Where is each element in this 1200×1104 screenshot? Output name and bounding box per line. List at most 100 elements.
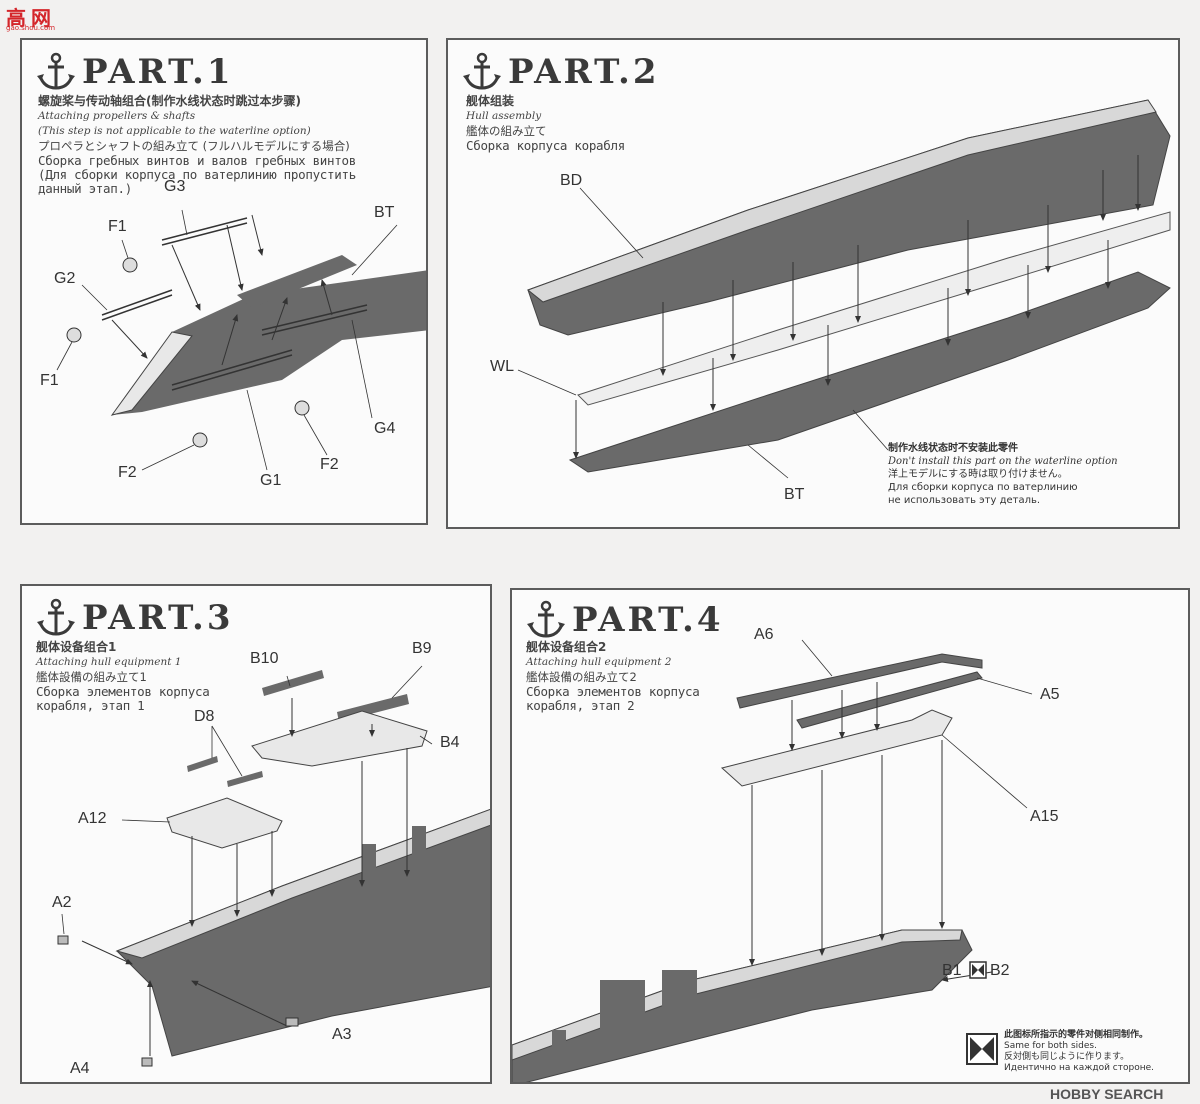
hull-upper-deck bbox=[526, 99, 1157, 303]
part2-title: PART.2 bbox=[460, 52, 660, 92]
label-b9: B9 bbox=[412, 640, 432, 657]
label-a5: A5 bbox=[1040, 686, 1060, 703]
part-a12 bbox=[166, 797, 283, 849]
part4-symmetric-note: 此图标所指示的零件对侧相同制作。 Same for both sides. 反対… bbox=[1004, 1030, 1188, 1074]
part1-en1: Attaching propellers & shafts bbox=[38, 110, 196, 122]
part1-ru2: (Для сборки корпуса по ватерлинию пропус… bbox=[38, 167, 356, 182]
part3-title: PART.3 bbox=[34, 598, 234, 638]
part4-note-zh: 此图标所指示的零件对侧相同制作。 bbox=[1004, 1030, 1149, 1040]
part4-note-ru1: Идентично на каждой стороне. bbox=[1004, 1063, 1154, 1073]
part2-note-ru2: не использовать эту деталь. bbox=[888, 495, 1041, 506]
part2-note-zh: 制作水线状态时不安装此零件 bbox=[888, 443, 1018, 454]
label-g3: G3 bbox=[164, 178, 186, 195]
label-bt: BT bbox=[374, 204, 395, 221]
part2-description: 舰体组装 Hull assembly 艦体の組み立て Сборка корпус… bbox=[466, 94, 786, 153]
label-f1-left: F1 bbox=[40, 372, 59, 389]
anchor-icon bbox=[37, 598, 75, 636]
part1-ru1: Сборка гребных винтов и валов гребных ви… bbox=[38, 153, 356, 168]
part4-heading: PART.4 bbox=[572, 600, 724, 640]
hobby-search-watermark: HOBBY SEARCH bbox=[1050, 1086, 1163, 1102]
part1-ru3: данный этап.) bbox=[38, 181, 132, 196]
part2-note-ru1: Для сборки корпуса по ватерлинию bbox=[888, 482, 1078, 493]
part-a2 bbox=[57, 935, 69, 945]
part3-panel: PART.3 舰体设备组合1 Attaching hull equipment … bbox=[20, 584, 492, 1084]
part4-ru1: Сборка элементов корпуса bbox=[526, 684, 700, 699]
part-b10 bbox=[262, 670, 324, 696]
label-a6: A6 bbox=[754, 626, 774, 643]
label-a15: A15 bbox=[1030, 808, 1059, 825]
part1-ja: プロペラとシャフトの組み立て (フルハルモデルにする場合) bbox=[38, 139, 350, 153]
label-b4: B4 bbox=[440, 734, 460, 751]
shaft-g4 bbox=[261, 304, 368, 336]
stern-hull bbox=[512, 929, 973, 1082]
part1-diagram bbox=[56, 209, 426, 471]
shaft-g2 bbox=[101, 289, 173, 321]
part-a6 bbox=[736, 653, 983, 709]
part4-ru2: корабля, этап 2 bbox=[526, 698, 635, 713]
part1-description: 螺旋桨与传动轴组合(制作水线状态时跳过本步骤) Attaching propel… bbox=[38, 94, 418, 196]
label-a2: A2 bbox=[52, 894, 72, 911]
stern-hull-edge bbox=[110, 331, 193, 416]
propeller-f1-top bbox=[122, 257, 138, 273]
label-f1-top: F1 bbox=[108, 218, 127, 235]
part4-description: 舰体设备组合2 Attaching hull equipment 2 艦体設備の… bbox=[526, 640, 746, 713]
part4-diagram bbox=[512, 639, 1033, 1082]
part1-title: PART.1 bbox=[34, 52, 234, 92]
part2-note-en: Don't install this part on the waterline… bbox=[888, 456, 1118, 467]
part3-description: 舰体设备组合1 Attaching hull equipment 1 艦体設備の… bbox=[36, 640, 256, 713]
label-g2: G2 bbox=[54, 270, 76, 287]
anchor-icon bbox=[37, 52, 75, 90]
part2-ru1: Сборка корпуса корабля bbox=[466, 138, 625, 153]
part4-note-en: Same for both sides. bbox=[1004, 1041, 1097, 1051]
propeller-f2-right bbox=[294, 400, 310, 416]
label-wl: WL bbox=[490, 358, 514, 375]
symmetric-part-icon bbox=[969, 961, 987, 979]
part-a4 bbox=[141, 1057, 153, 1067]
part1-en2: (This step is not applicable to the wate… bbox=[38, 125, 311, 137]
part-a15 bbox=[720, 709, 953, 787]
part2-en1: Hull assembly bbox=[466, 110, 542, 122]
propeller-f1-left bbox=[66, 327, 82, 343]
part3-en1: Attaching hull equipment 1 bbox=[36, 656, 182, 668]
label-bt: BT bbox=[784, 486, 805, 503]
label-f2-bottom: F2 bbox=[118, 464, 137, 481]
part4-panel: PART.4 舰体设备组合2 Attaching hull equipment … bbox=[510, 588, 1190, 1084]
part1-zh: 螺旋桨与传动轴组合(制作水线状态时跳过本步骤) bbox=[38, 94, 301, 108]
part1-panel: PART.1 螺旋桨与传动轴组合(制作水线状态时跳过本步骤) Attaching… bbox=[20, 38, 428, 525]
part2-note-ja: 洋上モデルにする時は取り付けません。 bbox=[888, 469, 1068, 480]
hobby-search-text: HOBBY SEARCH bbox=[1050, 1086, 1164, 1102]
part3-ru1: Сборка элементов корпуса bbox=[36, 684, 210, 699]
label-a3: A3 bbox=[332, 1026, 352, 1043]
part3-ja: 艦体設備の組み立て1 bbox=[36, 670, 147, 684]
label-b1: B1 bbox=[942, 962, 962, 979]
part-d8-b bbox=[227, 771, 263, 787]
part2-diagram bbox=[517, 99, 1171, 479]
symmetric-note-icon bbox=[966, 1033, 998, 1065]
propeller-f2-bottom bbox=[192, 432, 208, 448]
part4-en1: Attaching hull equipment 2 bbox=[526, 656, 672, 668]
anchor-icon bbox=[463, 52, 501, 90]
part-d8-a bbox=[187, 756, 218, 772]
label-d8: D8 bbox=[194, 708, 215, 725]
part-b4 bbox=[251, 710, 428, 767]
site-logo: 高 网 gao.shou.com bbox=[6, 2, 55, 32]
part3-diagram bbox=[57, 665, 490, 1067]
part1-heading: PART.1 bbox=[82, 52, 234, 92]
part2-zh: 舰体组装 bbox=[466, 94, 515, 108]
bow-deck bbox=[115, 808, 490, 959]
part4-zh: 舰体设备组合2 bbox=[526, 640, 607, 654]
part3-ru2: корабля, этап 1 bbox=[36, 698, 145, 713]
hull-lower-bt bbox=[568, 271, 1171, 473]
part3-heading: PART.3 bbox=[82, 598, 234, 638]
label-b10: B10 bbox=[250, 650, 279, 667]
funnel-right bbox=[412, 826, 426, 881]
site-logo-text: 高 网 bbox=[6, 6, 51, 30]
stern-skeg bbox=[237, 255, 357, 308]
part4-ja: 艦体設備の組み立て2 bbox=[526, 670, 637, 684]
part2-heading: PART.2 bbox=[508, 52, 660, 92]
label-b2: B2 bbox=[990, 962, 1010, 979]
part2-panel: PART.2 舰体组装 Hull assembly 艦体の組み立て Сборка… bbox=[446, 38, 1180, 529]
label-bd: BD bbox=[560, 172, 583, 189]
part3-zh: 舰体设备组合1 bbox=[36, 640, 117, 654]
stern-deck bbox=[512, 929, 963, 1061]
